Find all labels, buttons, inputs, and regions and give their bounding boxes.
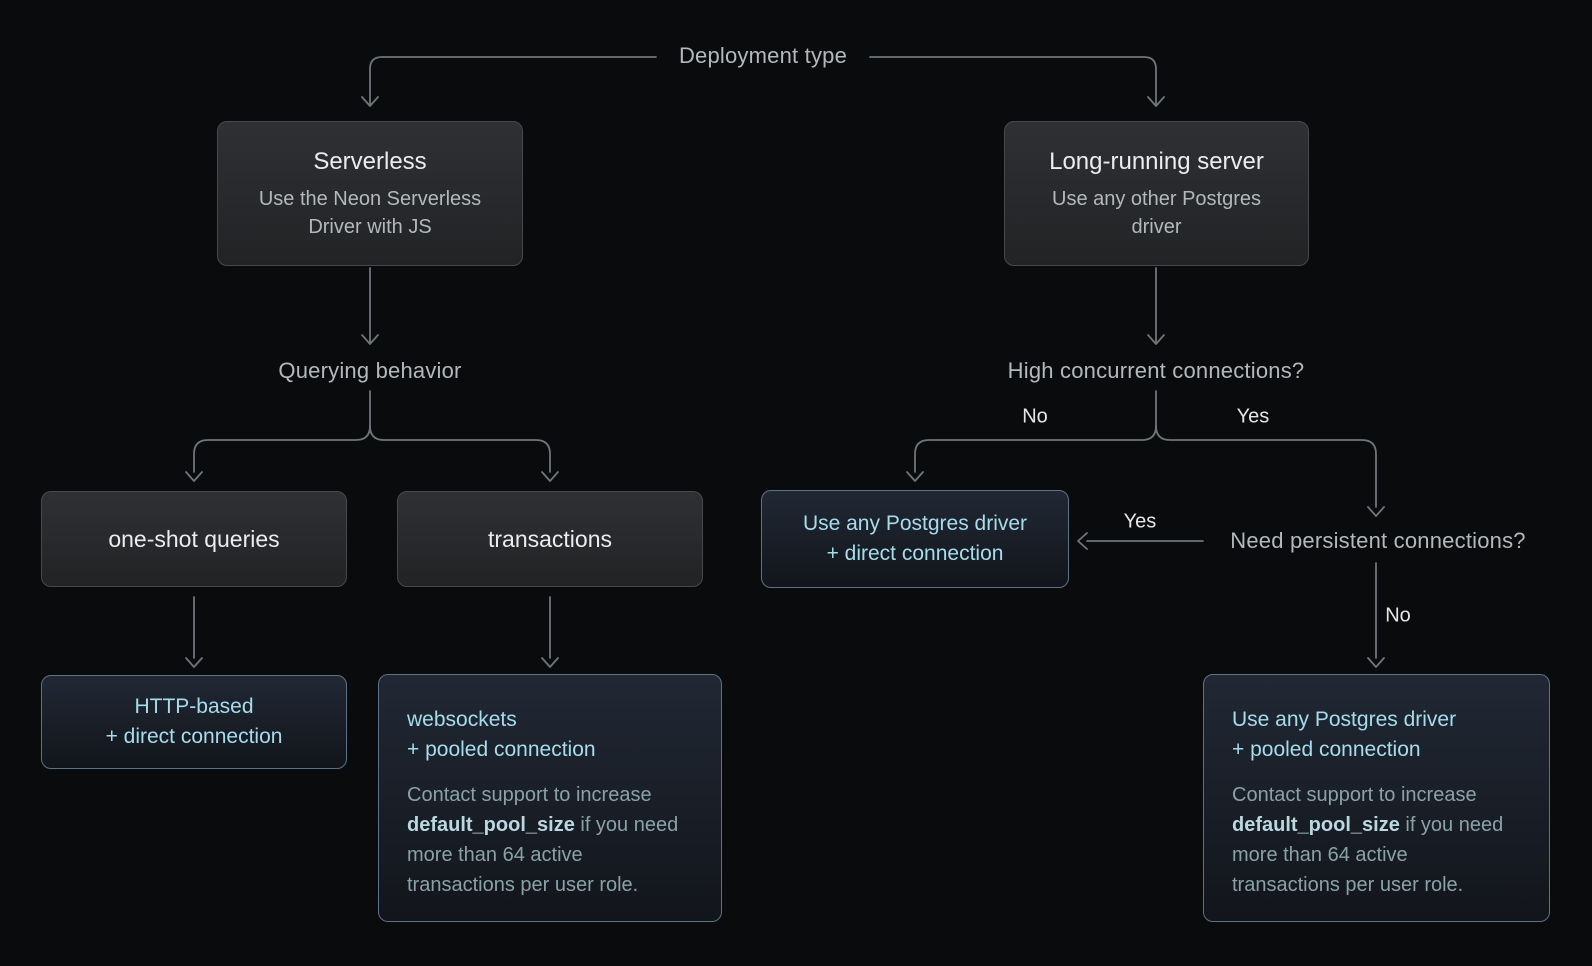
concurrent-fork-connector [906, 390, 1385, 517]
arrowhead-down-icon [361, 334, 379, 345]
arrowhead-down-icon [1147, 334, 1165, 345]
one-shot-queries-label: one-shot queries [108, 525, 280, 552]
http-result-box: HTTP-based + direct connection [41, 675, 347, 769]
arrowhead-down-icon [1367, 657, 1385, 668]
websockets-result-box: websockets + pooled connection Contact s… [378, 674, 722, 922]
pooled-result-line1: Use any Postgres driver [1232, 708, 1457, 731]
support-note: Contact support to increase default_pool… [1232, 780, 1521, 900]
arrowhead-down-icon [541, 471, 559, 482]
one-shot-queries-box: one-shot queries [41, 491, 347, 587]
serverless-to-question-connector [361, 267, 379, 345]
pooled-result-line2: + pooled connection [1232, 738, 1421, 761]
support-note-pre: Contact support to increase [1232, 784, 1477, 806]
server-to-question-connector [1147, 267, 1165, 345]
direct-result-line2: + direct connection [826, 542, 1004, 565]
serverless-box: Serverless Use the Neon Serverless Drive… [217, 121, 523, 266]
http-result-line1: HTTP-based [134, 695, 254, 718]
long-running-server-subtitle: Use any other Postgres driver [1052, 187, 1261, 238]
top-fork-connector [361, 56, 1165, 107]
arrowhead-down-icon [906, 471, 924, 482]
support-note-bold: default_pool_size [1232, 814, 1400, 836]
support-note-post: if you need more than 64 active transact… [407, 814, 679, 896]
arrowhead-left-icon [1077, 532, 1088, 550]
support-note-bold: default_pool_size [407, 814, 575, 836]
querying-fork-connector [185, 390, 559, 482]
support-note-pre: Contact support to increase [407, 784, 652, 806]
long-running-server-title: Long-running server [1049, 147, 1264, 175]
transactions-label: transactions [487, 525, 612, 552]
branch-label-no-lower: No [1385, 604, 1411, 627]
branch-label-no-upper: No [1022, 405, 1048, 428]
http-result-line2: + direct connection [105, 725, 283, 748]
websockets-result-line2: + pooled connection [407, 738, 596, 761]
support-note-post: if you need more than 64 active transact… [1232, 814, 1504, 896]
serverless-subtitle: Use the Neon Serverless Driver with JS [258, 187, 482, 238]
branch-label-yes-lower: Yes [1123, 510, 1157, 533]
branch-label-yes-upper: Yes [1236, 405, 1270, 428]
results-connectors-left [185, 596, 559, 668]
direct-connection-result-box: Use any Postgres driver + direct connect… [761, 490, 1069, 588]
high-concurrent-label: High concurrent connections? [1007, 358, 1305, 383]
arrowhead-down-icon [1367, 506, 1385, 517]
persistent-branch-connectors [1077, 532, 1385, 668]
direct-result-line1: Use any Postgres driver [802, 512, 1028, 535]
long-running-server-box: Long-running server Use any other Postgr… [1004, 121, 1309, 266]
deployment-type-label: Deployment type [678, 43, 848, 68]
serverless-title: Serverless [313, 147, 427, 175]
need-persistent-label: Need persistent connections? [1230, 528, 1526, 553]
querying-behavior-label: Querying behavior [278, 358, 462, 383]
arrowhead-down-icon [361, 96, 379, 107]
arrowhead-down-icon [185, 657, 203, 668]
support-note: Contact support to increase default_pool… [407, 780, 693, 900]
arrowhead-down-icon [185, 471, 203, 482]
transactions-box: transactions [397, 491, 703, 587]
arrowhead-down-icon [541, 657, 559, 668]
arrowhead-down-icon [1147, 96, 1165, 107]
pooled-result-box: Use any Postgres driver + pooled connect… [1203, 674, 1550, 922]
websockets-result-line1: websockets [407, 708, 517, 731]
